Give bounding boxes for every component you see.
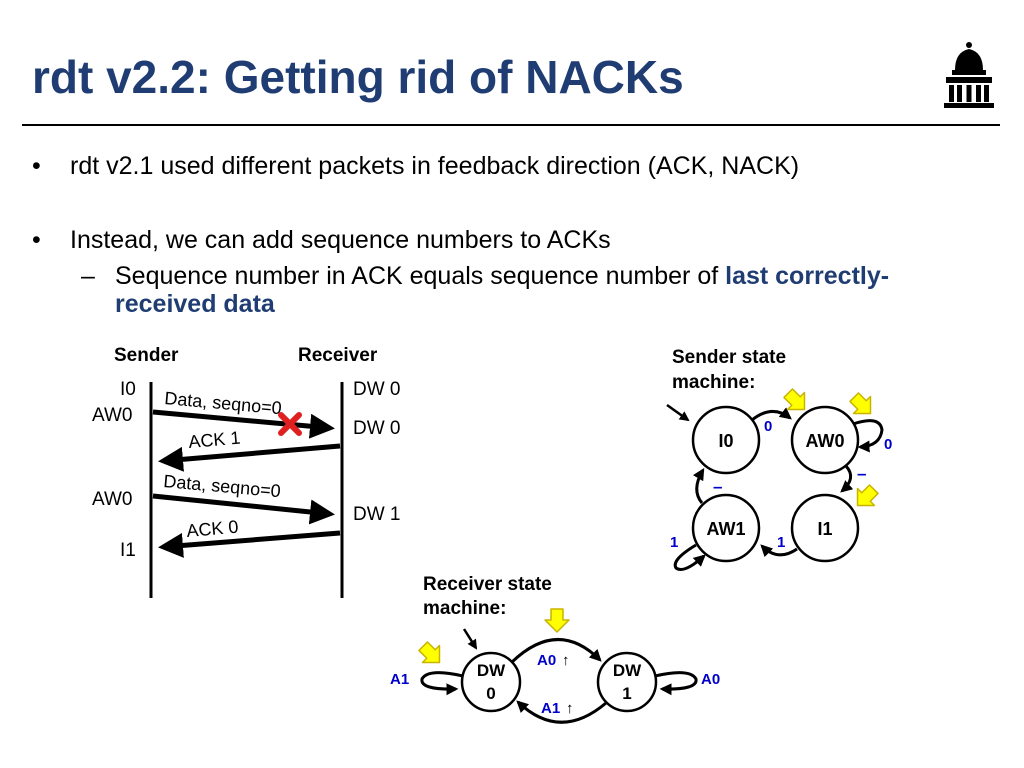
sender-label: Sender [114, 345, 179, 366]
state-label: AW0 [805, 431, 844, 451]
start-arrow [462, 628, 478, 650]
message-label: ACK 1 [188, 428, 242, 452]
bullet-symbol: • [32, 226, 41, 254]
bullet-text: rdt v2.1 used different packets in feedb… [70, 152, 800, 180]
ack-message-arrow [158, 530, 341, 558]
sender-state-label: I0 [120, 379, 136, 400]
state-label: I1 [817, 519, 832, 539]
self-loop-arrow [654, 671, 698, 696]
self-loop-arrow [852, 419, 884, 453]
state-node-i1: I1 [790, 493, 860, 563]
highlight-arrow-icon [413, 636, 449, 672]
state-label: DW [613, 661, 642, 680]
receiver-fsm-title: Receiver state [423, 574, 552, 595]
sender-fsm-title: machine: [672, 372, 755, 393]
highlight-arrow-icon [544, 608, 570, 633]
transition-label: A0 [537, 652, 556, 669]
red-x-icon [278, 412, 302, 436]
sender-state-label: AW0 [92, 489, 132, 510]
receiver-fsm-title: machine: [423, 598, 506, 619]
sub-bullet: – Sequence number in ACK equals sequence… [81, 262, 935, 318]
receiver-state-label: DW 0 [353, 418, 401, 439]
bullet-symbol: • [32, 152, 41, 180]
transition-label: – [857, 464, 866, 483]
data-message-arrow [152, 409, 335, 439]
receiver-label: Receiver [298, 345, 378, 366]
transition-arrow [510, 638, 602, 664]
transition-label: 0 [764, 418, 772, 435]
transition-arrow [760, 544, 798, 558]
state-label: 0 [486, 684, 495, 703]
sub-bullet-symbol: – [81, 262, 95, 290]
state-label: DW [477, 661, 506, 680]
state-node-aw0: AW0 [790, 405, 860, 475]
transition-label: A1 [390, 671, 409, 688]
transition-label: 1 [777, 534, 785, 551]
self-loop-arrow [420, 671, 464, 696]
receiver-state-machine: Receiver state machine: DW 0 DW 1 A0 ↑ A… [390, 574, 720, 724]
sender-state-label: AW0 [92, 405, 132, 426]
university-building-icon [944, 42, 994, 108]
bullet-text: Instead, we can add sequence numbers to … [70, 226, 611, 254]
state-node-i0: I0 [691, 405, 761, 475]
transition-label: A0 [701, 671, 720, 688]
sequence-diagram: Sender Receiver I0 AW0 AW0 I1 DW 0 DW 0 … [92, 345, 401, 598]
slide-title: rdt v2.2: Getting rid of NACKs [32, 51, 684, 103]
sub-bullet-text: Sequence number in ACK equals sequence n… [115, 262, 726, 290]
highlight-arrow-icon [848, 479, 884, 515]
state-node-dw1: DW 1 [596, 651, 658, 713]
transition-label: – [713, 477, 722, 496]
sub-bullet-highlight: last correctly-received data [115, 262, 890, 318]
title-divider [22, 124, 1000, 126]
state-node-aw1: AW1 [691, 493, 761, 563]
up-arrow-icon: ↑ [562, 652, 570, 669]
sender-fsm-title: Sender state [672, 347, 786, 368]
start-arrow [666, 403, 690, 422]
bullet-item: • rdt v2.1 used different packets in fee… [32, 152, 800, 181]
state-label: I0 [718, 431, 733, 451]
transition-label: 0 [884, 436, 892, 453]
transition-label: A1 [541, 700, 560, 717]
ack-message-arrow [158, 443, 341, 472]
bullet-item: • Instead, we can add sequence numbers t… [32, 226, 611, 255]
receiver-state-label: DW 1 [353, 504, 401, 525]
transition-arrow [516, 700, 607, 724]
sender-state-label: I1 [120, 540, 136, 561]
transition-arrow [751, 407, 792, 422]
data-message-arrow [152, 493, 335, 525]
state-label: 1 [622, 684, 631, 703]
state-node-dw0: DW 0 [460, 651, 522, 713]
self-loop-arrow [673, 543, 706, 571]
highlight-arrow-icon [844, 387, 880, 423]
message-label: ACK 0 [186, 517, 240, 541]
transition-arrow [840, 464, 854, 493]
transition-label: 1 [670, 534, 678, 551]
sender-state-machine: Sender state machine: I0 AW0 AW1 I1 0 0 … [666, 347, 892, 571]
up-arrow-icon: ↑ [566, 700, 574, 717]
receiver-state-label: DW 0 [353, 379, 401, 400]
state-label: AW1 [706, 519, 745, 539]
transition-arrow [692, 467, 705, 504]
